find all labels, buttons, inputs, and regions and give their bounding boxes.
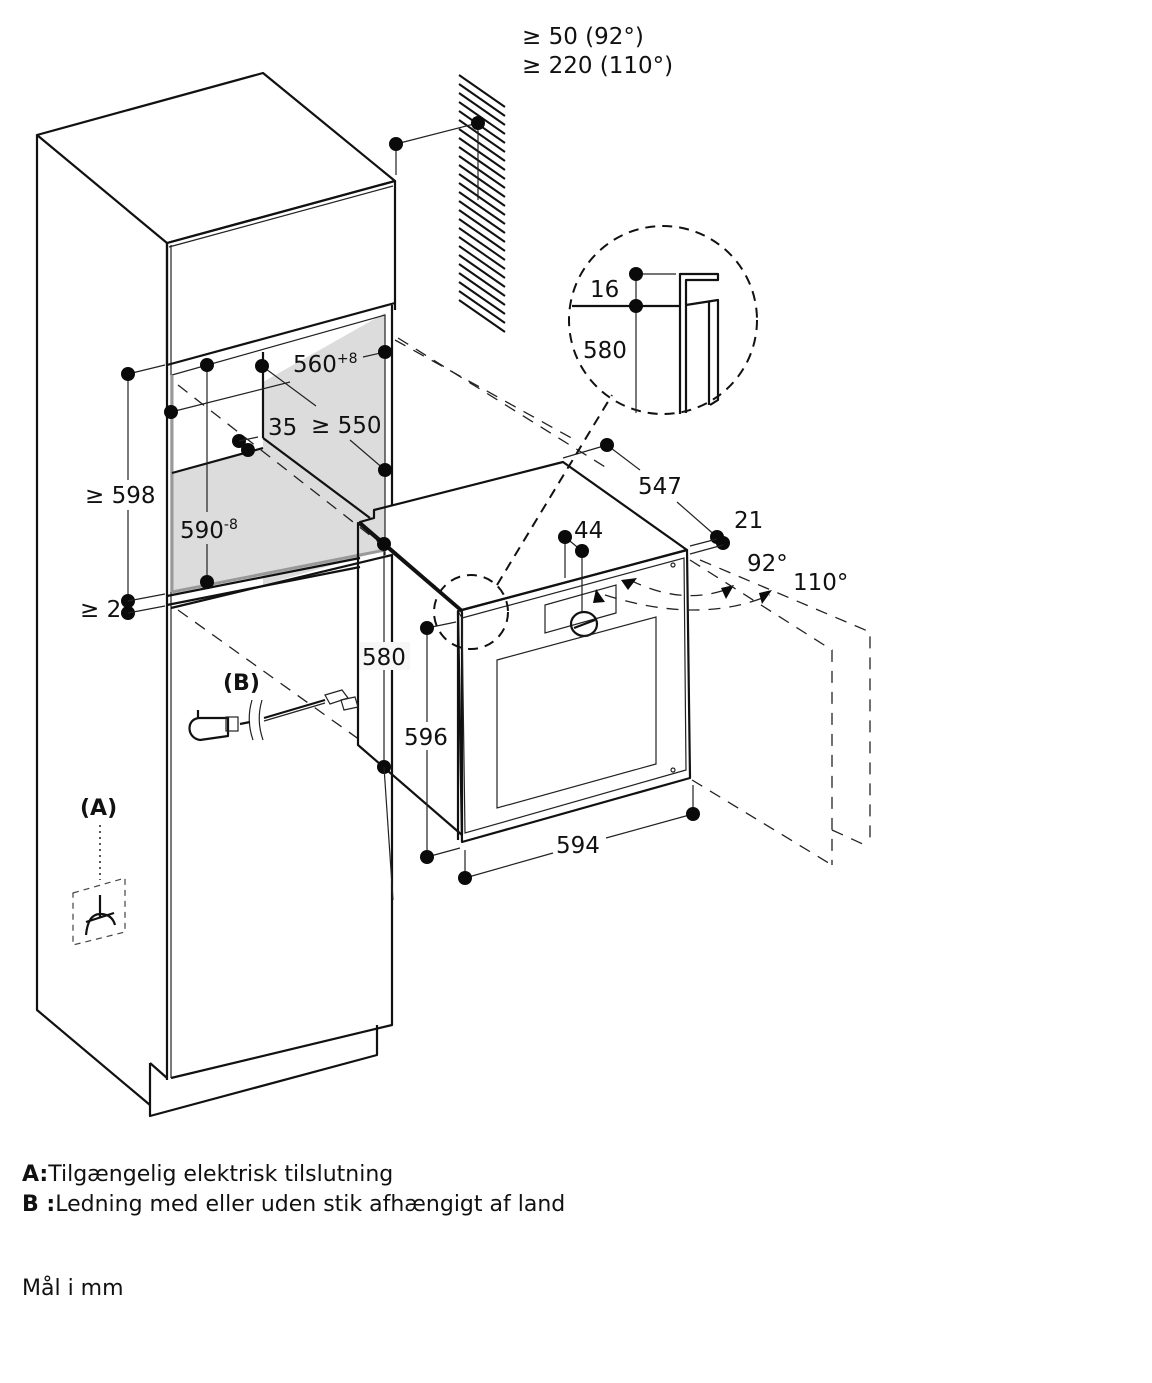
hatch-line: [458, 263, 506, 297]
oven-dimensions: [360, 438, 730, 901]
angle-92: 92°: [747, 551, 788, 577]
hatch-line: [458, 155, 506, 189]
power-plug-icon: [188, 710, 239, 742]
cable-break-icon: [248, 699, 264, 741]
hatch-line: [458, 290, 506, 324]
dim-oven-body-height: 580: [362, 645, 406, 671]
dim-dot: [389, 137, 403, 151]
hatch-line: [458, 92, 506, 126]
arrow-icon: [621, 578, 637, 590]
dim-niche-depth: ≥ 550: [311, 413, 381, 439]
top-clearance-110: ≥ 220 (110°): [522, 53, 673, 79]
dim-back-gap: 35: [268, 415, 297, 441]
hatch-line: [458, 200, 506, 234]
power-socket-icon: [84, 895, 117, 936]
dim-front-thickness: 21: [734, 508, 763, 534]
dim-dot: [471, 116, 485, 130]
callout-a: (A): [80, 796, 117, 821]
detail-body-height: 580: [583, 338, 627, 364]
dim-oven-front-width: 594: [556, 833, 600, 859]
dim-cabinet-height: ≥ 598: [85, 483, 155, 509]
power-socket-area: [72, 825, 126, 946]
hatch-line: [458, 74, 506, 108]
hatch-line: [458, 182, 506, 216]
oven: [356, 460, 692, 844]
angle-110: 110°: [793, 570, 848, 596]
hatch-line: [458, 146, 506, 180]
legend-key: B :: [22, 1192, 56, 1217]
hatch-line: [458, 137, 506, 171]
hatch-line: [458, 281, 506, 315]
wall-hatching: [389, 74, 506, 333]
dim-oven-front-height: 596: [404, 725, 448, 751]
hatch-line: [458, 128, 506, 162]
appliance-connector-icon: [324, 689, 359, 711]
hatch-line: [458, 272, 506, 306]
top-clearance-92: ≥ 50 (92°): [522, 24, 644, 50]
dim-oven-depth: 547: [638, 474, 682, 500]
tall-cabinet: [35, 71, 397, 1118]
arrow-icon: [721, 585, 734, 599]
hatch-line: [458, 218, 506, 252]
units-note: Mål i mm: [22, 1276, 124, 1301]
legend-text: Ledning med eller uden stik afhængigt af…: [55, 1192, 566, 1217]
hatch-line: [458, 236, 506, 270]
hatch-line: [458, 254, 506, 288]
arrow-icon: [759, 590, 772, 604]
dim-shelf-gap: ≥ 2: [80, 597, 121, 623]
dim-niche-height: 590-8: [180, 517, 238, 544]
legend-item-a: A:Tilgængelig elektrisk tilslutning: [22, 1160, 565, 1190]
door-swing: [593, 559, 871, 866]
niche-dimensions: [85, 345, 392, 620]
dim-niche-width: 560+8: [293, 351, 358, 378]
legend-text: Tilgængelig elektrisk tilslutning: [48, 1162, 394, 1187]
legend: A:Tilgængelig elektrisk tilslutning B :L…: [22, 1160, 565, 1220]
power-cable: [188, 689, 359, 742]
hatch-line: [458, 164, 506, 198]
detail-magnifier: [433, 225, 758, 650]
legend-item-b: B :Ledning med eller uden stik afhængigt…: [22, 1190, 565, 1220]
arrow-icon: [593, 589, 605, 603]
callout-b: (B): [223, 671, 260, 696]
legend-key: A:: [22, 1162, 49, 1187]
hatch-line: [458, 299, 506, 333]
hatch-line: [458, 209, 506, 243]
hatch-line: [458, 83, 506, 117]
hatch-line: [458, 227, 506, 261]
hatch-line: [458, 191, 506, 225]
hatch-line: [458, 245, 506, 279]
hatch-line: [458, 173, 506, 207]
detail-top-offset: 16: [590, 277, 619, 303]
dim-handle-offset: 44: [574, 518, 603, 544]
